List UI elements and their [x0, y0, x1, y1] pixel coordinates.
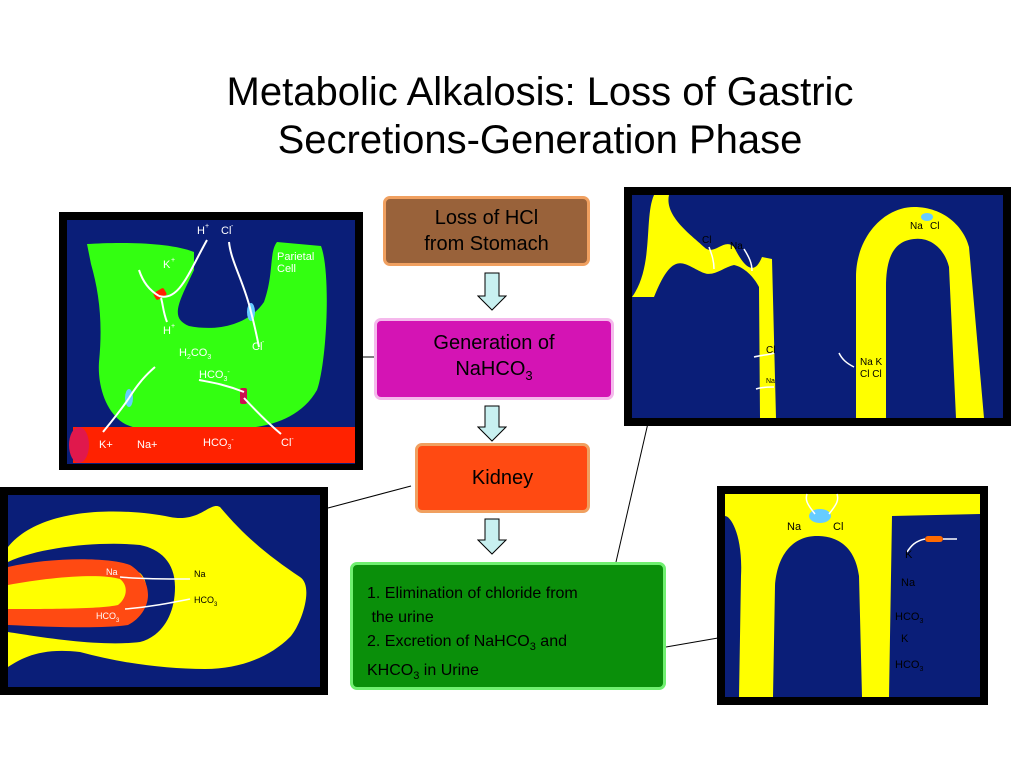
- t-cl-cl: Cl Cl: [860, 369, 882, 380]
- tubule-panel-top: Cl Na Cl Na Na Cl Na K Cl Cl: [624, 187, 1011, 426]
- generation-line-2: NaHCO: [455, 357, 526, 380]
- generation-sub: 3: [525, 367, 533, 383]
- p-cl: Cl: [221, 225, 231, 237]
- kidney-box: Kidney: [415, 443, 590, 513]
- p-blood-na: Na+: [137, 439, 158, 451]
- title-line-2: Secretions-Generation Phase: [277, 118, 803, 162]
- c-na: Na: [787, 521, 802, 533]
- p-blood-cl: Cl-: [281, 436, 294, 449]
- t-na2: Na: [766, 378, 775, 385]
- p-h2co3: H2CO3: [179, 347, 211, 361]
- t-cl2: Cl: [766, 345, 775, 356]
- p-cl-minus: -: [231, 223, 234, 230]
- c-k1: K: [905, 549, 913, 561]
- c-hco3-1: HCO3: [895, 611, 923, 625]
- l-hco3-left: HCO3: [96, 611, 120, 624]
- elim-line-4a: KHCO: [367, 662, 414, 680]
- l-na-left: Na: [106, 567, 118, 577]
- p-k-plus: +: [171, 257, 175, 264]
- t-na-k: Na K: [860, 357, 883, 368]
- down-arrow-1-icon: [477, 272, 507, 311]
- t-cl1: Cl: [702, 235, 711, 246]
- kidney-label: Kidney: [471, 467, 534, 489]
- loss-of-hcl-box: Loss of HCl from Stomach: [383, 196, 590, 266]
- c-k2: K: [901, 633, 909, 645]
- elim-line-4b: in Urine: [419, 662, 479, 680]
- elim-line-4-sub: 3: [413, 670, 420, 683]
- t-na3: Na: [910, 221, 923, 232]
- p-h-inner-plus: +: [171, 323, 175, 330]
- l-na-right: Na: [194, 569, 206, 579]
- elim-line-3-sub: 3: [529, 641, 536, 654]
- p-cell-label-1: Parietal: [277, 251, 314, 263]
- p-k: K: [163, 259, 171, 271]
- c-cl: Cl: [833, 521, 843, 533]
- title-line-1: Metabolic Alkalosis: Loss of Gastric: [226, 70, 854, 114]
- elim-line-3b: and: [535, 633, 567, 650]
- p-cl-right: Cl: [252, 341, 262, 353]
- parietal-cell-diagram: H + Cl - K + Parietal Cell H + H2CO3 Cl …: [67, 220, 355, 464]
- p-cl-right-minus: -: [262, 339, 265, 346]
- elim-line-3: 2. Excretion of NaHCO3 and: [367, 630, 651, 659]
- loop-diagram: Na HCO3 Na HCO3: [8, 495, 320, 687]
- p-hco3: HCO3-: [199, 369, 230, 383]
- generation-line-1: Generation of: [433, 331, 555, 354]
- generation-nahco3-box: Generation of NaHCO3: [374, 318, 614, 400]
- l-hco3-right: HCO3: [194, 595, 218, 608]
- elim-line-4: KHCO3 in Urine: [367, 659, 651, 688]
- p-cell-label-2: Cell: [277, 263, 296, 275]
- p-h-inner: H: [163, 325, 171, 337]
- elim-line-2: the urine: [367, 609, 434, 626]
- tubule-top-diagram: Cl Na Cl Na Na Cl Na K Cl Cl: [632, 195, 1003, 418]
- elimination-box: 1. Elimination of chloride from the urin…: [350, 562, 666, 690]
- p-h: H: [197, 225, 205, 237]
- parietal-cell-panel: H + Cl - K + Parietal Cell H + H2CO3 Cl …: [59, 212, 363, 470]
- down-arrow-2-icon: [477, 405, 507, 442]
- t-na1: Na: [730, 241, 743, 252]
- down-arrow-3-icon: [477, 518, 507, 555]
- p-blood-hco3: HCO3-: [203, 437, 234, 451]
- elim-line-1: 1. Elimination of chloride from: [367, 585, 578, 602]
- c-hco3-2: HCO3: [895, 659, 923, 673]
- t-cl3: Cl: [930, 221, 939, 232]
- p-blood-k: K+: [99, 439, 113, 451]
- p-h-plus: +: [205, 223, 209, 230]
- loop-panel: Na HCO3 Na HCO3: [0, 487, 328, 695]
- loss-line-1: Loss of HCl: [434, 207, 539, 229]
- loss-line-2: from Stomach: [424, 233, 549, 255]
- slide-title: Metabolic Alkalosis: Loss of Gastric Sec…: [150, 68, 930, 164]
- collecting-panel: Na Cl K Na HCO3 K HCO3: [717, 486, 988, 705]
- elim-line-3a: 2. Excretion of NaHCO: [367, 633, 530, 650]
- c-na2: Na: [901, 577, 916, 589]
- collecting-diagram: Na Cl K Na HCO3 K HCO3: [725, 493, 980, 697]
